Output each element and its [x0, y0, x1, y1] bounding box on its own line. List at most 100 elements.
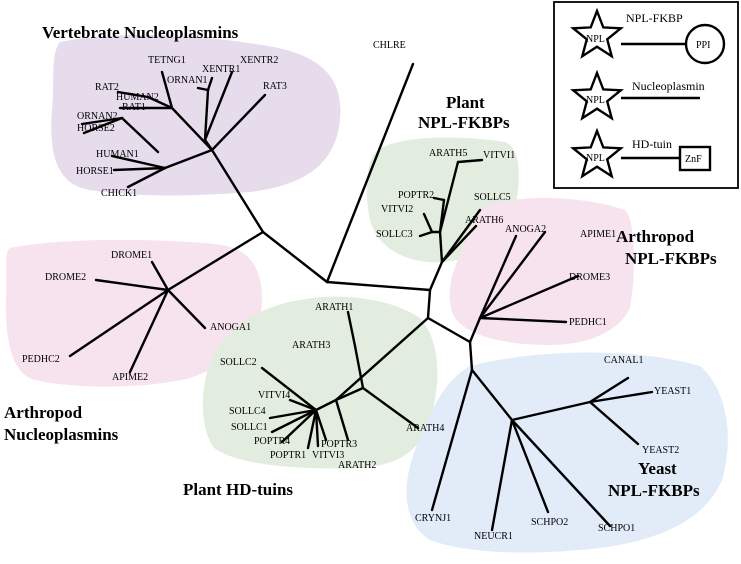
- legend-znf-label: ZnF: [685, 154, 702, 165]
- tree-branch: [120, 116, 160, 154]
- tree-branch: [128, 288, 170, 374]
- leaf-APIME1: APIME1: [580, 229, 616, 240]
- legend-npl-label-3: NPL: [586, 153, 605, 164]
- leaf-RAT2: RAT2: [95, 82, 119, 93]
- leaf-ORNAN1: ORNAN1: [167, 75, 208, 86]
- leaf-SOLLC3: SOLLC3: [376, 229, 413, 240]
- tree-branch: [428, 260, 444, 292]
- group-arthropod-npl-fkbps-line1: Arthropod: [616, 227, 695, 246]
- tree-branch: [112, 166, 167, 172]
- tree-branch: [325, 280, 432, 292]
- tree-branch: [422, 212, 434, 234]
- leaf-ANOGA2: ANOGA2: [505, 224, 546, 235]
- leaf-ARATH4: ARATH4: [406, 423, 444, 434]
- leaf-POPTR2: POPTR2: [398, 190, 434, 201]
- group-plant-npl-fkbps-line2: NPL-FKBPs: [418, 113, 510, 132]
- leaf-ORNAN2: ORNAN2: [77, 111, 118, 122]
- legend-ppi-label: PPI: [696, 40, 710, 51]
- npl-star-icon: [570, 7, 624, 59]
- leaf-VITVI4: VITVI4: [258, 390, 290, 401]
- tree-branch: [438, 230, 444, 264]
- tree-branch: [468, 316, 482, 344]
- tree-branch: [456, 158, 484, 164]
- leaf-VITVI2: VITVI2: [381, 204, 413, 215]
- leaf-RAT3: RAT3: [263, 81, 287, 92]
- tree-branch: [325, 62, 415, 284]
- tree-branch: [203, 138, 214, 152]
- tree-branch: [470, 368, 514, 422]
- tree-branch: [588, 376, 630, 404]
- leaf-PEDHC1: PEDHC1: [569, 317, 607, 328]
- tree-branch: [468, 340, 474, 372]
- leaf-CHLRE: CHLRE: [373, 40, 406, 51]
- tree-branch: [361, 386, 420, 430]
- leaf-DROME2: DROME2: [45, 272, 86, 283]
- tree-branch: [210, 93, 267, 152]
- tree-branch: [314, 408, 320, 448]
- tree-branch: [510, 418, 550, 514]
- tree-branch: [334, 316, 430, 402]
- tree-branch: [478, 234, 518, 320]
- tree-branch: [334, 398, 350, 442]
- group-arthropod-nucleoplasmins-line2: Nucleoplasmins: [4, 425, 119, 444]
- leaf-YEAST2: YEAST2: [642, 445, 679, 456]
- tree-branch: [432, 196, 446, 202]
- region-yeast-npl-fkbps: [406, 352, 728, 553]
- leaf-POPTR4: POPTR4: [254, 436, 290, 447]
- tree-branch: [268, 408, 318, 420]
- tree-branch: [203, 88, 210, 142]
- tree-branch: [261, 230, 329, 284]
- group-arthropod-nucleoplasmins-line1: Arthropod: [4, 403, 83, 422]
- tree-branch: [80, 116, 124, 126]
- leaf-POPTR3: POPTR3: [321, 439, 357, 450]
- leaf-CRYNJ1: CRYNJ1: [415, 513, 451, 524]
- tree-branch: [478, 230, 547, 320]
- leaf-CHICK1: CHICK1: [101, 188, 137, 199]
- group-yeast-npl-fkbps-line2: NPL-FKBPs: [608, 481, 700, 500]
- tree-branch: [440, 208, 482, 264]
- leaf-SOLLC2: SOLLC2: [220, 357, 257, 368]
- leaf-SOLLC5: SOLLC5: [474, 192, 511, 203]
- leaf-ARATH2: ARATH2: [338, 460, 376, 471]
- domain-legend: NPL PPI NPL-FKBP NPL Nucleoplasmin NPL Z…: [553, 1, 739, 189]
- leaf-XENTR1: XENTR1: [202, 64, 240, 75]
- leaf-TETNG1: TETNG1: [148, 55, 186, 66]
- tree-branch: [490, 418, 514, 532]
- leaf-HORSE2: HORSE2: [77, 123, 115, 134]
- legend-npl-label-2: NPL: [586, 95, 605, 106]
- tree-branch: [478, 316, 568, 324]
- tree-branch: [166, 230, 265, 292]
- leaf-SCHPO1: SCHPO1: [598, 523, 635, 534]
- group-yeast-npl-fkbps-line1: Yeast: [638, 459, 677, 478]
- leaf-RAT1: RAT1: [122, 102, 146, 113]
- leaf-HORSE1: HORSE1: [76, 166, 114, 177]
- tree-branch: [166, 288, 207, 330]
- leaf-ARATH6: ARATH6: [465, 215, 503, 226]
- group-plant-npl-fkbps-line1: Plant: [446, 93, 485, 112]
- tree-branch: [306, 408, 318, 450]
- tree-branches: [68, 62, 654, 532]
- tree-branch: [288, 398, 318, 412]
- tree-branch: [438, 160, 460, 234]
- leaf-SOLLC4: SOLLC4: [229, 406, 266, 417]
- tree-branch: [280, 408, 318, 444]
- tree-branch: [110, 154, 167, 170]
- npl-star-icon: [570, 127, 624, 179]
- leaf-HUMAN2: HUMAN2: [116, 92, 159, 103]
- tree-branch: [353, 344, 365, 390]
- ppi-domain-icon: [684, 23, 726, 65]
- tree-branch: [170, 106, 214, 152]
- region-arthropod-npl-fkbps: [449, 198, 635, 345]
- group-arthropod-npl-fkbps-line2: NPL-FKBPs: [625, 249, 717, 268]
- tree-branch: [426, 288, 432, 320]
- tree-branch: [270, 408, 318, 434]
- tree-branch: [116, 90, 150, 99]
- tree-branch: [68, 288, 170, 358]
- leaf-APIME2: APIME2: [112, 372, 148, 383]
- tree-branch: [126, 166, 167, 189]
- group-vertebrate-nucleoplasmins: Vertebrate Nucleoplasmins: [42, 23, 239, 42]
- group-labels: Vertebrate Nucleoplasmins Plant NPL-FKBP…: [4, 23, 717, 500]
- leaf-ARATH5: ARATH5: [429, 148, 467, 159]
- leaf-YEAST1: YEAST1: [654, 386, 691, 397]
